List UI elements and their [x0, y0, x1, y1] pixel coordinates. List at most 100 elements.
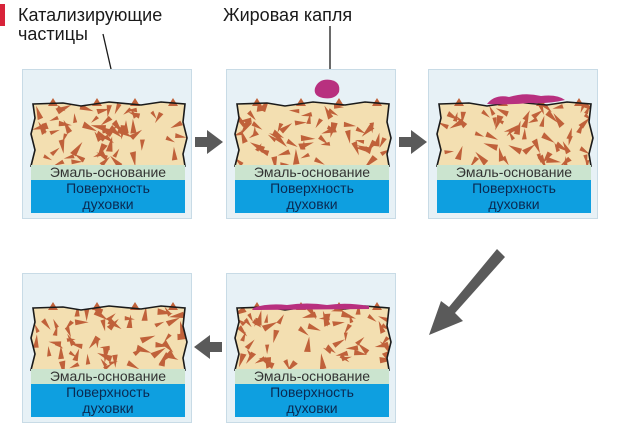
oven-surface-label: Поверхность духовки: [235, 384, 389, 417]
coating-outline: [233, 101, 392, 167]
catalytic-particle: [126, 360, 140, 370]
catalytic-particle: [100, 115, 113, 126]
catalytic-particle: [103, 363, 113, 370]
catalytic-particle: [140, 139, 145, 151]
catalytic-particle: [366, 139, 378, 153]
catalytic-particle: [456, 115, 468, 129]
catalytic-particle: [41, 318, 51, 330]
catalytic-particles-caption-line1: Катализирующие: [18, 5, 163, 25]
catalytic-particle: [314, 157, 325, 165]
enamel-base-label: Эмаль-основание: [437, 165, 591, 180]
catalytic-particle: [32, 122, 49, 130]
catalytic-particle: [492, 117, 497, 128]
catalytic-particle: [566, 127, 572, 140]
catalytic-particle: [355, 140, 365, 144]
catalytic-particle: [345, 129, 351, 144]
catalytic-particle: [58, 345, 64, 360]
spreading-fat-layer: [253, 303, 369, 310]
catalytic-particle: [495, 108, 509, 117]
catalytic-particle: [355, 337, 365, 346]
catalytic-particles: [235, 102, 391, 166]
catalytic-particle: [99, 345, 110, 351]
catalytic-particle: [300, 152, 310, 159]
oven-surface-line2: духовки: [488, 196, 540, 212]
catalytic-particle: [69, 362, 80, 369]
catalytic-particle: [94, 131, 102, 142]
catalytic-particle: [304, 336, 311, 352]
catalytic-particle: [130, 118, 137, 134]
stage-panel-4: Эмаль-основание Поверхность духовки: [226, 273, 396, 423]
catalytic-particle: [367, 314, 377, 322]
catalytic-particle: [105, 136, 113, 152]
catalytic-particle: [321, 126, 337, 134]
catalytic-particle: [378, 316, 388, 322]
catalytic-particle: [130, 108, 138, 119]
oven-surface-line1: Поверхность: [270, 384, 354, 400]
catalytic-particle: [293, 148, 300, 165]
catalytic-particle: [351, 141, 359, 156]
catalytic-particle: [106, 318, 119, 331]
coating-layer: [233, 79, 392, 167]
catalytic-particle: [256, 148, 270, 157]
catalytic-particle: [85, 353, 91, 365]
catalytic-particle: [96, 108, 110, 115]
catalytic-particle: [238, 117, 252, 123]
catalytic-particle: [34, 324, 40, 334]
catalytic-particle: [508, 145, 522, 155]
catalytic-particle: [243, 317, 252, 328]
catalytic-particle: [129, 129, 143, 140]
catalytic-particle: [560, 156, 572, 166]
catalytic-particle: [271, 156, 278, 166]
oven-surface-line2: духовки: [82, 400, 134, 416]
catalytic-particle: [58, 120, 72, 127]
catalytic-particle: [475, 151, 489, 166]
catalytic-particle: [554, 142, 561, 153]
stage-panel-2: Эмаль-основание Поверхность духовки: [226, 69, 396, 219]
catalytic-particle: [522, 144, 536, 155]
catalytic-particle: [344, 323, 352, 334]
catalytic-particle: [354, 349, 368, 356]
catalytic-particle: [481, 109, 490, 118]
catalytic-particle: [175, 133, 187, 138]
catalytic-particle: [585, 160, 590, 166]
catalytic-particle: [265, 356, 272, 369]
catalytic-particle: [122, 120, 129, 134]
catalytic-particle: [522, 110, 530, 121]
catalytic-particle: [240, 331, 246, 342]
catalytic-particle: [261, 321, 278, 332]
catalytic-particle: [444, 150, 454, 155]
catalytic-particle: [301, 140, 306, 150]
oven-surface-label: Поверхность духовки: [437, 180, 591, 213]
catalytic-particle: [252, 126, 257, 136]
oven-surface-line2: духовки: [286, 196, 338, 212]
catalytic-particle: [553, 113, 565, 128]
catalytic-particle: [97, 143, 108, 158]
catalytic-particle: [495, 118, 504, 125]
catalytic-particle: [53, 318, 59, 329]
catalytic-particle: [364, 155, 378, 166]
catalytic-particle: [272, 129, 285, 139]
catalytic-particle: [68, 350, 77, 358]
catalytic-particle: [254, 356, 267, 364]
catalytic-particle: [508, 131, 515, 141]
coating-outline: [29, 305, 188, 371]
catalytic-particle: [97, 352, 113, 363]
coating-layer: [435, 94, 594, 167]
catalytic-particle: [99, 134, 109, 142]
fat-drop: [314, 79, 340, 99]
catalytic-particle: [315, 118, 323, 129]
catalytic-particle: [343, 332, 348, 342]
stage-panel-3: Эмаль-основание Поверхность духовки: [428, 69, 598, 219]
enamel-base-label: Эмаль-основание: [235, 165, 389, 180]
catalytic-particle: [158, 352, 166, 367]
catalytic-particle: [552, 104, 564, 109]
catalytic-particle: [483, 143, 498, 151]
oven-surface-line1: Поверхность: [66, 180, 150, 196]
catalytic-particle: [105, 125, 118, 137]
surface-particle-peak: [48, 302, 58, 310]
catalytic-particle: [273, 329, 280, 344]
catalytic-particle: [318, 315, 330, 321]
surface-particle-peak: [252, 98, 262, 106]
oven-surface-label: Поверхность духовки: [235, 180, 389, 213]
catalytic-particle: [82, 121, 98, 132]
